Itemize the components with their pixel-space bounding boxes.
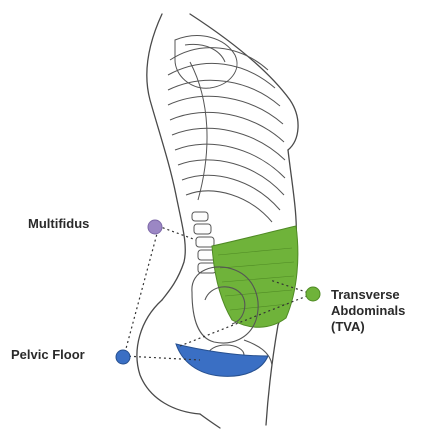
leader-multifidus-pelvic [124,230,158,356]
tva-label-line-1: Transverse [331,287,405,303]
leader-multifidus [158,226,196,240]
multifidus-marker [148,220,162,234]
multifidus-label: Multifidus [28,216,89,232]
pelvic-floor-muscle [176,344,268,376]
pelvic-floor-label: Pelvic Floor [11,347,85,363]
tva-marker [306,287,320,301]
transverse-abdominals-label: Transverse Abdominals (TVA) [331,287,405,335]
pelvic-floor-marker [116,350,130,364]
tva-label-line-3: (TVA) [331,319,405,335]
tva-label-line-2: Abdominals [331,303,405,319]
spine [192,212,216,273]
